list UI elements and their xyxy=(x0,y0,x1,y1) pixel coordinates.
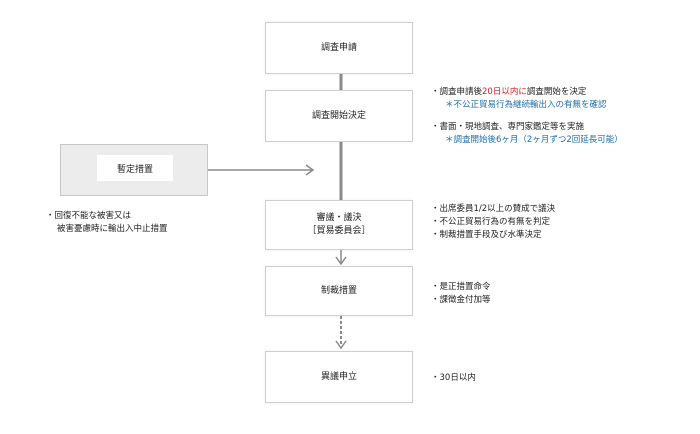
note-line: ・回復不能な被害又は xyxy=(46,211,132,221)
step-provisional-measure: 暫定措置 xyxy=(60,144,208,196)
step-label: 異議申立 xyxy=(320,371,357,382)
note-line: ・30日以内 xyxy=(431,373,476,383)
arrowhead-measure-objection xyxy=(335,340,347,350)
step-objection: 異議申立 xyxy=(265,351,413,403)
step-sanction-measure: 制裁措置 xyxy=(265,266,413,316)
note-provisional: ・回復不能な被害又は 被害憂慮時に輸出入中止措置 xyxy=(46,210,168,236)
note-line: ・出席委員1/2以上の賛成で議決 xyxy=(431,204,556,214)
note-line: 被害憂慮時に輸出入中止措置 xyxy=(57,224,168,234)
note-investigation-start: ・調査申請後20日以内に調査開始を決定 ＊不公正貿易行為継続輸出入の有無を確認 … xyxy=(431,86,623,147)
note-line: ・不公正貿易行為の有無を判定 xyxy=(431,217,551,227)
note-line: ・調査申請後20日以内に調査開始を決定 xyxy=(431,87,587,97)
step-label: 調査申請 xyxy=(320,42,357,53)
step-label: 調査開始決定 xyxy=(311,110,366,121)
note-objection: ・30日以内 xyxy=(431,372,476,385)
arrowhead-review-measure xyxy=(335,256,347,266)
note-line: ・制裁措置手段及び水準決定 xyxy=(431,230,542,240)
step-label-line2: ［貿易委員会］ xyxy=(307,226,371,236)
step-investigation-start: 調査開始決定 xyxy=(265,90,413,142)
arrowhead-provisional xyxy=(305,164,315,176)
step-investigation-request: 調査申請 xyxy=(265,22,413,74)
note-line: ・書面・現地調査、専門家鑑定等を実施 xyxy=(431,122,585,132)
note-line: ・是正措置命令 xyxy=(431,282,491,292)
step-label: 制裁措置 xyxy=(320,285,357,296)
note-line: ＊調査開始後6ヶ月（2ヶ月ずつ2回延長可能） xyxy=(445,135,623,145)
note-line: ・課徴金付加等 xyxy=(431,295,491,305)
step-label: 暫定措置 xyxy=(116,164,153,175)
note-review: ・出席委員1/2以上の賛成で議決 ・不公正貿易行為の有無を判定 ・制裁措置手段及… xyxy=(431,203,555,242)
note-line: ＊不公正貿易行為継続輸出入の有無を確認 xyxy=(445,100,607,110)
step-review-decision: 審議・議決 ［貿易委員会］ xyxy=(265,200,413,250)
step-label-line1: 審議・議決 xyxy=(316,213,362,223)
note-sanction: ・是正措置命令 ・課徴金付加等 xyxy=(431,281,491,307)
